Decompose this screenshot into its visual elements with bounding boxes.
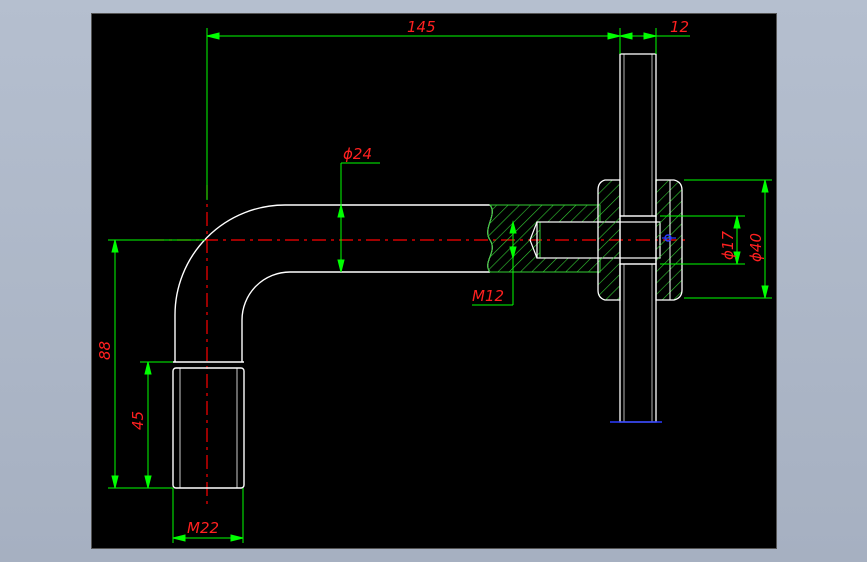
dim-m12-arrow-bottom	[509, 246, 517, 260]
dim-88-arrow-top	[111, 239, 119, 253]
flange-right	[655, 179, 683, 301]
dim-17-arrow-bottom	[733, 251, 741, 265]
dim-m22-arrow-left	[172, 534, 186, 542]
label-88: 88	[96, 341, 114, 360]
dim-24-arrow-top	[337, 204, 345, 218]
pipe-outline	[172, 204, 493, 489]
dim-45-arrow-bottom	[144, 475, 152, 489]
threaded-end	[172, 367, 245, 489]
hole-tip	[529, 221, 538, 259]
dim-12-arrow-left	[619, 32, 633, 40]
hatch-upper	[487, 204, 601, 273]
pipe-outer-edge	[174, 204, 490, 362]
label-phi17: ϕ17	[719, 231, 737, 260]
sectioned-hub	[487, 204, 661, 273]
label-12: 12	[670, 18, 689, 36]
dim-24-arrow-bottom	[337, 259, 345, 273]
dim-40-arrow-bottom	[761, 285, 769, 299]
pipe-inner-edge	[241, 271, 490, 362]
dimension-labels: 145 12 ϕ24 M12 ϕ17 ϕ40 88 45 M22	[96, 18, 765, 537]
label-phi40: ϕ40	[747, 233, 765, 262]
flange	[597, 179, 683, 423]
dim-m12-arrow-top	[509, 220, 517, 234]
dim-88-arrow-bottom	[111, 475, 119, 489]
dim-40-arrow-top	[761, 179, 769, 193]
center-lines	[150, 185, 690, 505]
handle-lower	[619, 263, 657, 423]
flange-left	[597, 179, 621, 301]
hub-center	[619, 215, 657, 265]
crossbar-handle	[619, 53, 657, 423]
label-m22: M22	[187, 519, 219, 537]
dimension-lines	[108, 28, 772, 543]
dim-m22-arrow-right	[230, 534, 244, 542]
dim-145-arrow-left	[206, 32, 220, 40]
label-145: 145	[407, 18, 436, 36]
dim-12-arrow-right	[643, 32, 657, 40]
label-m12: M12	[472, 287, 504, 305]
label-phi24: ϕ24	[343, 145, 372, 163]
dim-45-arrow-top	[144, 361, 152, 375]
handle-upper	[619, 53, 657, 217]
label-45: 45	[129, 411, 147, 430]
dim-145-arrow-right	[607, 32, 621, 40]
dim-17-arrow-top	[733, 215, 741, 229]
